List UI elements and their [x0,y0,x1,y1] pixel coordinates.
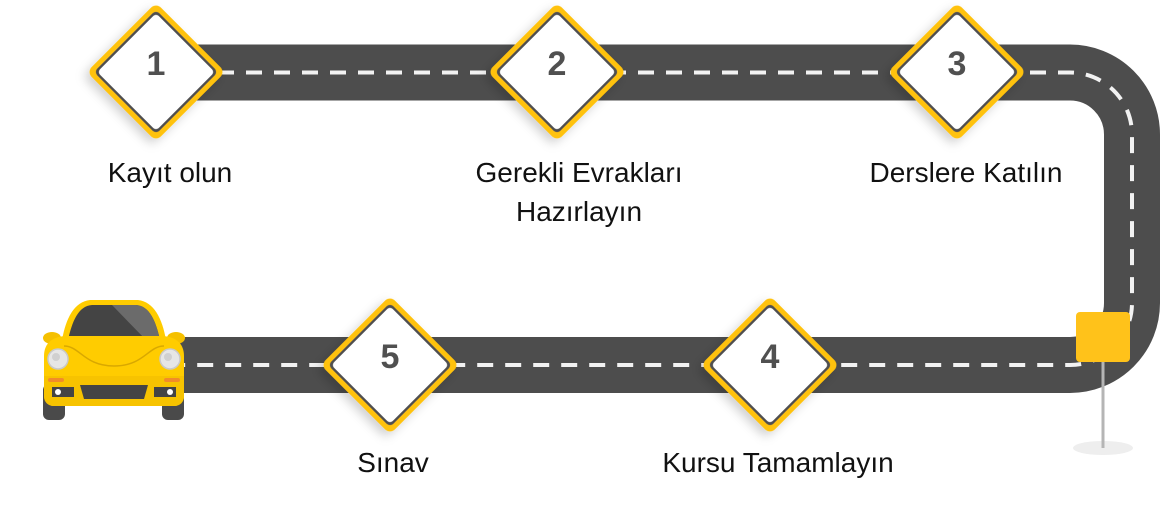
step-sign-5 [323,298,457,432]
step-number-4: 4 [761,338,780,376]
step-label-line: Derslere Katılın [869,157,1063,188]
step-signs: 1 2 3 4 5 [89,5,1024,432]
step-label-1: Kayıt olun [108,153,233,192]
step-label-5: Sınav [357,443,429,482]
sign-face [899,14,1015,130]
step-label-line: Sınav [357,447,429,478]
step-sign-3 [890,5,1024,139]
finish-sign-board [1076,312,1130,362]
step-label-line: Gerekli Evrakları [475,157,683,188]
sign-face [712,307,828,423]
sign-face [499,14,615,130]
step-label-4: Kursu Tamamlayın [662,443,893,482]
step-label-line: Kursu Tamamlayın [662,447,894,478]
sign-face [332,307,448,423]
car-icon [43,300,185,420]
step-number-2: 2 [548,45,567,83]
sign-face [98,14,214,130]
finish-sign-icon [1073,312,1133,455]
step-sign-1 [89,5,223,139]
step-sign-2 [490,5,624,139]
step-number-5: 5 [381,338,400,376]
step-number-3: 3 [948,45,967,83]
step-label-2: Gerekli Evrakları Hazırlayın [476,153,683,231]
step-label-line: Kayıt olun [107,157,233,188]
step-sign-4 [703,298,837,432]
step-label-line: Hazırlayın [515,196,643,227]
step-label-3: Derslere Katılın [870,153,1063,192]
step-number-1: 1 [147,45,166,83]
finish-sign-pole [1101,355,1105,448]
